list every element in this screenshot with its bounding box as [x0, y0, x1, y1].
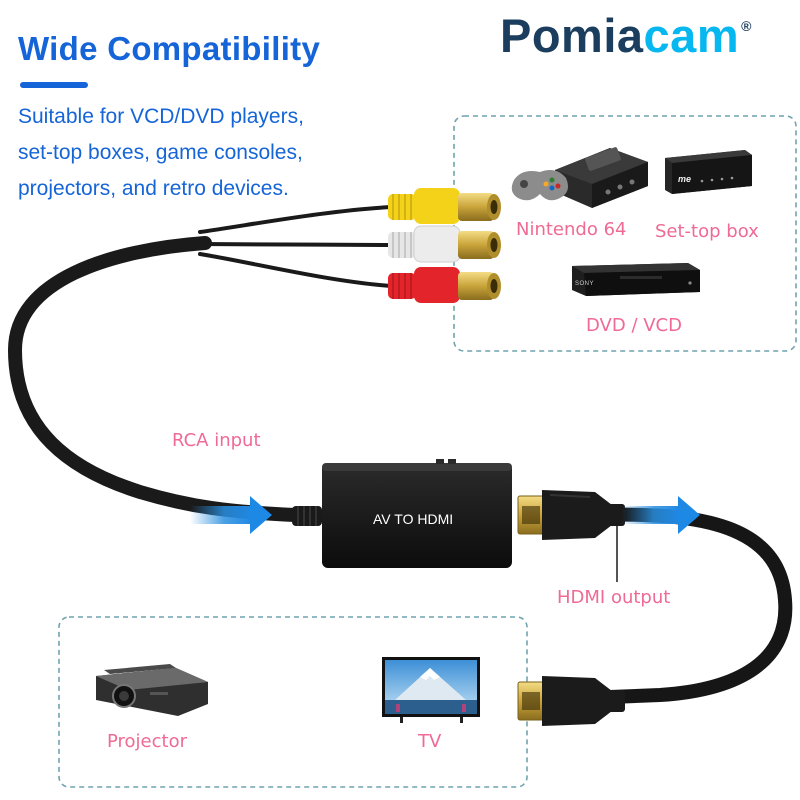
rca-red-connector [388, 267, 501, 303]
description-line-2: set-top boxes, game consoles, [18, 141, 303, 164]
dvd-player-icon [572, 263, 700, 296]
source-label-dvd-vcd: DVD / VCD [586, 315, 682, 336]
game-console-icon [511, 147, 648, 208]
source-devices-panel [453, 115, 797, 352]
description: Suitable for VCD/DVD players, set-top bo… [18, 99, 304, 207]
rca-input-arrow [190, 496, 272, 534]
hdmi-connector-bottom [517, 676, 625, 726]
output-label-tv: TV [418, 731, 442, 752]
dvd-brand-text: SONY [575, 281, 595, 287]
rca-yellow-connector [388, 188, 501, 224]
hdmi-output-arrow [622, 496, 700, 534]
description-line-1: Suitable for VCD/DVD players, [18, 105, 304, 128]
av-to-hdmi-converter [322, 459, 512, 568]
set-top-box-brand-text: me [678, 174, 692, 184]
headline-underline [20, 82, 88, 88]
source-label-nintendo-64: Nintendo 64 [516, 219, 627, 240]
brand-name-part1: Pomia [500, 9, 644, 62]
converter-label: AV TO HDMI [373, 511, 454, 527]
rca-strain-relief [292, 506, 322, 526]
projector-icon [96, 664, 208, 716]
set-top-box-icon [665, 150, 752, 194]
description-line-3: projectors, and retro devices. [18, 177, 289, 200]
hdmi-output-label: HDMI output [557, 587, 671, 608]
brand-logo: Pomiacam® [500, 8, 752, 63]
tv-icon [382, 657, 480, 723]
registered-mark: ® [741, 18, 752, 34]
brand-name-part2: cam [643, 9, 740, 62]
rca-white-connector [388, 225, 501, 263]
source-label-set-top-box: Set-top box [655, 221, 759, 242]
output-label-projector: Projector [107, 731, 187, 752]
rca-input-label: RCA input [172, 430, 261, 451]
headline: Wide Compatibility [18, 30, 321, 67]
hdmi-connector-top [517, 490, 625, 540]
